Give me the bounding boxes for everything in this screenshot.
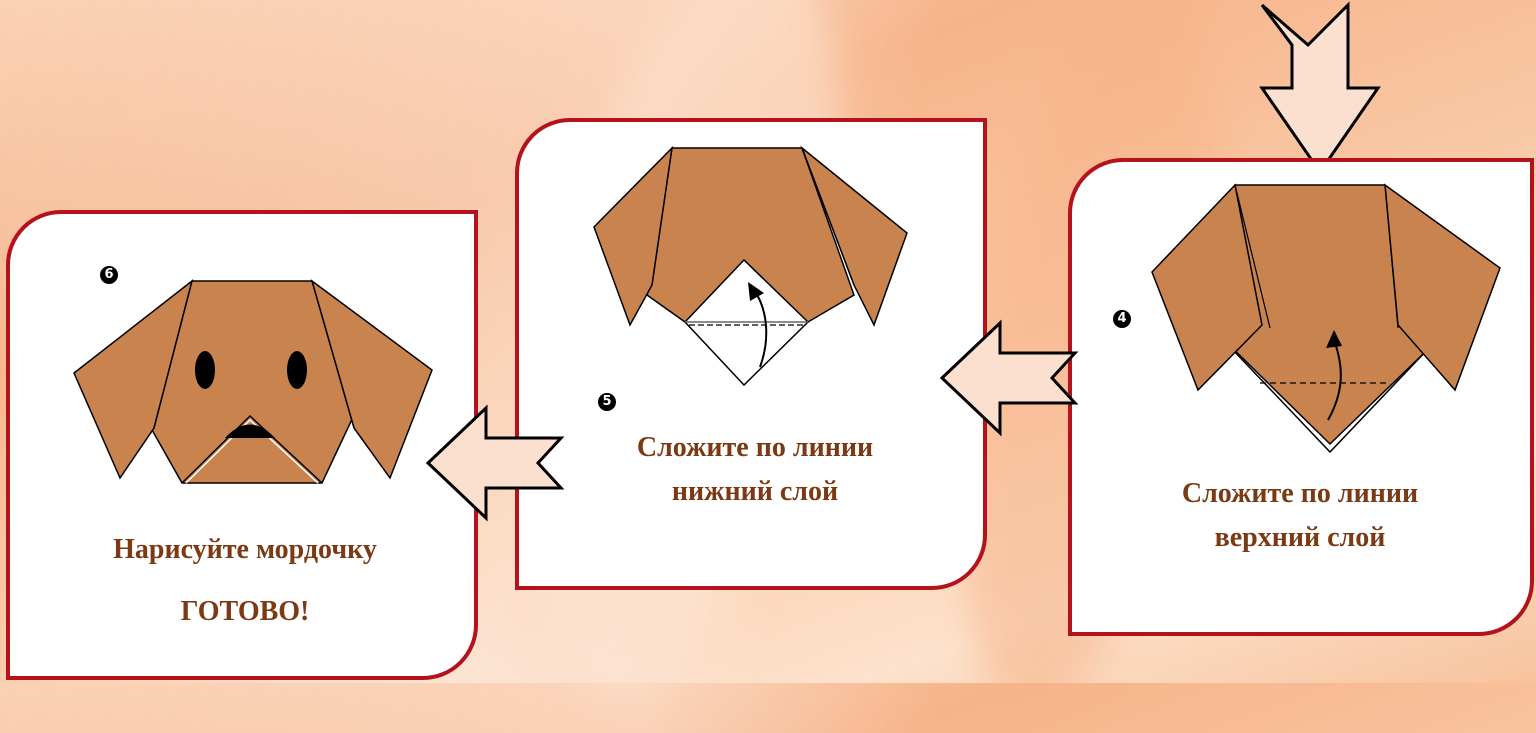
step-6-caption-line1: Нарисуйте мордочку bbox=[25, 530, 465, 570]
step-5-number-badge: 5 bbox=[598, 393, 616, 411]
dog-fold-step-5-diagram bbox=[592, 145, 912, 395]
right-eye bbox=[287, 351, 307, 389]
step-4-caption-line1: Сложите по линии bbox=[1090, 474, 1510, 514]
left-eye bbox=[195, 351, 215, 389]
step-5-caption-line2: нижний слой bbox=[545, 472, 965, 512]
left-arrow-icon bbox=[940, 318, 1080, 438]
left-arrow-icon bbox=[426, 403, 566, 523]
down-arrow-icon bbox=[1260, 0, 1380, 175]
dog-fold-step-4-diagram bbox=[1150, 180, 1510, 470]
step-6-caption-line2: ГОТОВО! bbox=[25, 592, 465, 632]
step-4-number-badge: 4 bbox=[1113, 310, 1131, 328]
step-5-caption: Сложите по линии нижний слой bbox=[545, 428, 965, 512]
step-6-caption: Нарисуйте мордочку ГОТОВО! bbox=[25, 530, 465, 632]
step-6-number-badge: 6 bbox=[100, 266, 118, 284]
dog-face-finished-diagram bbox=[72, 278, 442, 488]
step-4-caption-line2: верхний слой bbox=[1090, 518, 1510, 558]
step-5-caption-line1: Сложите по линии bbox=[545, 428, 965, 468]
step-4-caption: Сложите по линии верхний слой bbox=[1090, 474, 1510, 558]
